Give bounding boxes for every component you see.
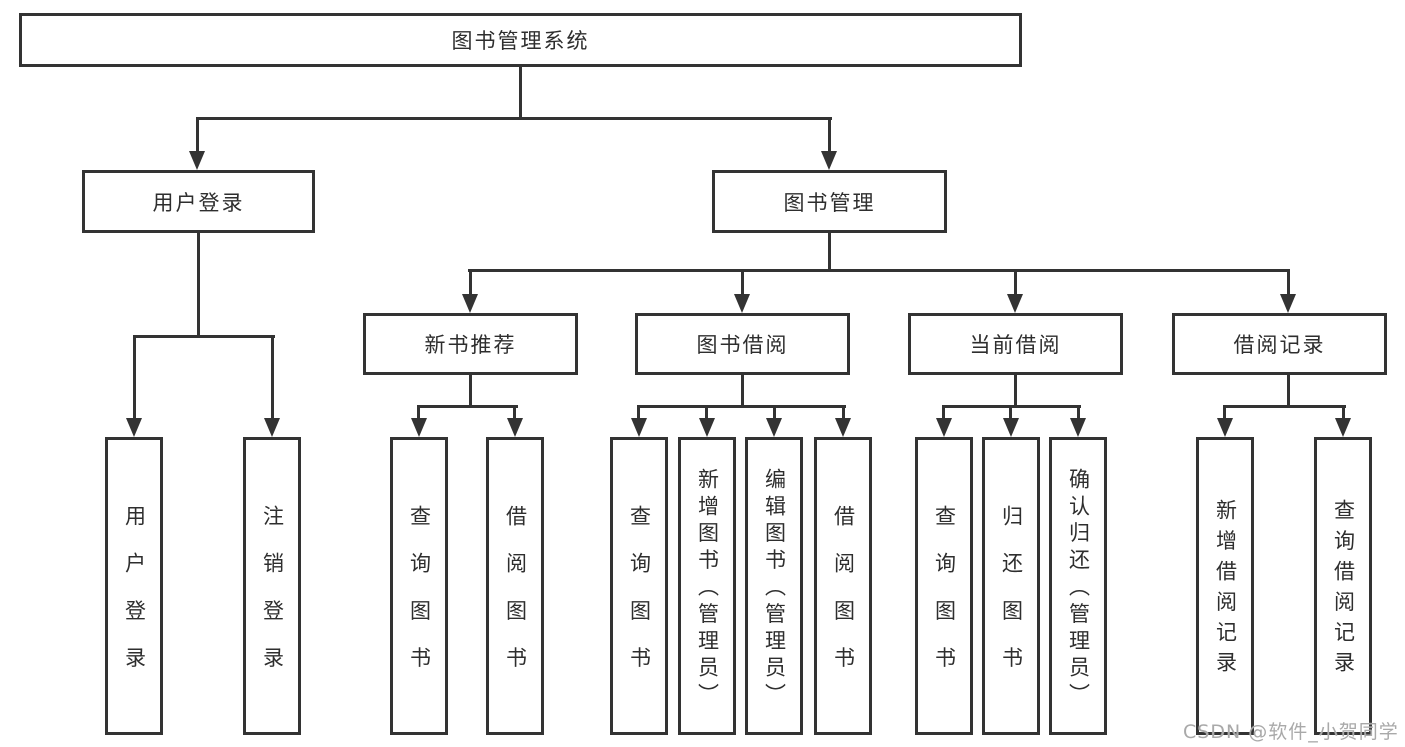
leaf-edit-book-admin: 编辑图书（管理员） (745, 437, 803, 735)
node-current-borrow: 当前借阅 (908, 313, 1123, 375)
connector-user-login-rail (133, 335, 275, 338)
connector-drop-user-login (196, 117, 199, 153)
leaf-label: 查询图书 (407, 504, 432, 694)
connector-borrow-records-rail (1223, 405, 1346, 408)
connector-drop-book-management (828, 117, 831, 153)
leaf-label: 查询图书 (627, 504, 652, 694)
connector-drop-new-book-recommend (469, 269, 472, 297)
arrowhead-book-borrow (734, 294, 750, 313)
arrowhead-borrow-records (1280, 294, 1296, 313)
node-book-management: 图书管理 (712, 170, 947, 233)
node-label: 图书管理系统 (451, 29, 590, 53)
watermark: CSDN @软件_小贺同学 (1183, 721, 1399, 743)
leaf-borrow-books-recommend: 借阅图书 (486, 437, 544, 735)
connector-drop-borrow-records (1287, 269, 1290, 297)
arrowhead-user-login (189, 151, 205, 170)
leaf-return-books: 归还图书 (982, 437, 1040, 735)
connector-drop (417, 405, 420, 421)
leaf-query-books-borrow: 查询图书 (610, 437, 668, 735)
connector-drop (637, 405, 640, 421)
node-user-login: 用户登录 (82, 170, 315, 233)
node-borrow-records: 借阅记录 (1172, 313, 1387, 375)
arrowhead-leaf (507, 418, 523, 437)
connector-drop-leaf-user-login (133, 335, 136, 421)
arrowhead-current-borrow (1007, 294, 1023, 313)
connector-drop-book-borrow (741, 269, 744, 297)
connector-drop (1009, 405, 1012, 421)
connector-root-stem (519, 66, 522, 120)
leaf-label: 借阅图书 (831, 504, 856, 694)
arrowhead-book-management (821, 151, 837, 170)
connector-book-management-stem (828, 232, 831, 272)
arrowhead-leaf (1217, 418, 1233, 437)
leaf-label: 查询图书 (932, 504, 957, 694)
leaf-borrow-books: 借阅图书 (814, 437, 872, 735)
arrowhead-leaf (1003, 418, 1019, 437)
connector-drop (1077, 405, 1080, 421)
arrowhead-leaf-user-login (126, 418, 142, 437)
leaf-query-books-recommend: 查询图书 (390, 437, 448, 735)
arrowhead-leaf (411, 418, 427, 437)
arrowhead-leaf (1070, 418, 1086, 437)
node-label: 用户登录 (152, 190, 245, 215)
connector-drop-current-borrow (1014, 269, 1017, 297)
arrowhead-leaf (631, 418, 647, 437)
connector-drop (705, 405, 708, 421)
leaf-query-books-current: 查询图书 (915, 437, 973, 735)
connector-user-login-stem (197, 232, 200, 338)
leaf-label: 用户登录 (122, 504, 147, 694)
arrowhead-leaf (1335, 418, 1351, 437)
connector-drop (773, 405, 776, 421)
connector-current-borrow-stem (1014, 374, 1017, 408)
connector-drop (842, 405, 845, 421)
connector-level2-rail (196, 117, 832, 120)
leaf-label: 确认归还（管理员） (1066, 467, 1091, 710)
leaf-label: 归还图书 (999, 504, 1024, 694)
node-label: 借阅记录 (1233, 333, 1326, 357)
node-label: 新书推荐 (424, 333, 517, 357)
leaf-add-borrow-record: 新增借阅记录 (1196, 437, 1254, 735)
node-book-borrow: 图书借阅 (635, 313, 850, 375)
leaf-label: 查询借阅记录 (1331, 499, 1356, 683)
leaf-confirm-return-admin: 确认归还（管理员） (1049, 437, 1107, 735)
arrowhead-new-book-recommend (462, 294, 478, 313)
connector-level3-rail (468, 269, 1290, 272)
connector-new-book-recommend-rail (417, 405, 518, 408)
leaf-label: 新增图书（管理员） (695, 467, 720, 710)
leaf-label: 编辑图书（管理员） (762, 467, 787, 710)
node-label: 图书管理 (783, 190, 876, 215)
node-new-book-recommend: 新书推荐 (363, 313, 578, 375)
connector-new-book-recommend-stem (469, 374, 472, 408)
connector-book-borrow-stem (741, 374, 744, 408)
leaf-label: 借阅图书 (503, 504, 528, 694)
leaf-user-login: 用户登录 (105, 437, 163, 735)
leaf-logout-login: 注销登录 (243, 437, 301, 735)
arrowhead-leaf-logout (264, 418, 280, 437)
arrowhead-leaf (766, 418, 782, 437)
leaf-add-book-admin: 新增图书（管理员） (678, 437, 736, 735)
node-label: 图书借阅 (696, 333, 789, 357)
leaf-label: 注销登录 (260, 504, 285, 694)
connector-drop (942, 405, 945, 421)
connector-drop (513, 405, 516, 421)
leaf-label: 新增借阅记录 (1213, 499, 1238, 683)
node-library-management-system: 图书管理系统 (19, 13, 1022, 67)
arrowhead-leaf (936, 418, 952, 437)
connector-drop (1223, 405, 1226, 421)
connector-borrow-records-stem (1287, 374, 1290, 408)
connector-drop-leaf-logout (271, 335, 274, 421)
arrowhead-leaf (835, 418, 851, 437)
leaf-query-borrow-record: 查询借阅记录 (1314, 437, 1372, 735)
node-label: 当前借阅 (969, 333, 1062, 357)
connector-drop (1342, 405, 1345, 421)
connector-book-borrow-rail (637, 405, 846, 408)
arrowhead-leaf (699, 418, 715, 437)
